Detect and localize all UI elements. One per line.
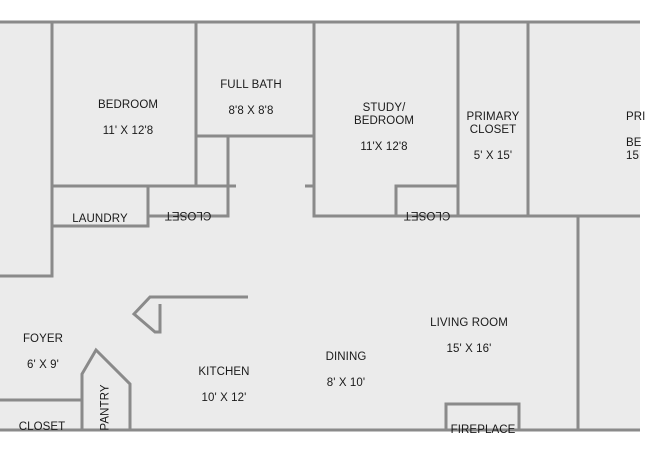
dining-dims: 8' X 10' [326,377,366,389]
closet-study-name: CLOSET [403,209,451,221]
room-label-closet-foyer: CLOSET [4,408,80,447]
fireplace-name: FIREPLACE [450,424,516,436]
room-label-fireplace: FIREPLACE [448,411,518,450]
wall-pantry [80,347,132,430]
room-label-living-room: LIVING ROOM 15' X 16' [418,304,520,369]
living-room-name: LIVING ROOM [430,317,508,329]
laundry-name: LAUNDRY [72,213,128,225]
room-label-foyer: FOYER 6' X 9' [8,320,78,385]
floor-plan [0,20,640,432]
primary-bedroom-dims: BE 15 [626,137,642,162]
wall-laundry-closet [50,186,230,228]
wall-primary-bedroom [528,214,640,430]
full-bath-dims: 8'8 X 8'8 [228,105,274,117]
kitchen-dims: 10' X 12' [201,392,247,404]
bedroom-dims: 11' X 12'8 [102,125,154,137]
study-dims: 11'X 12'8 [360,141,408,153]
outer-walls [0,20,640,432]
wall-full-bath [194,22,316,186]
room-label-dining: DINING 8' X 10' [296,338,396,403]
room-label-closet-study: CLOSET [398,195,456,234]
study-name: STUDY/ BEDROOM [353,102,415,127]
wall-fireplace [444,402,521,430]
room-label-closet-bedroom: CLOSET [150,195,226,234]
living-room-dims: 15' X 16' [446,343,492,355]
full-bath-name: FULL BATH [220,79,282,91]
primary-closet-name: PRIMARY CLOSET [466,111,520,136]
wall-kitchen-counter [131,295,248,334]
foyer-dims: 6' X 9' [27,359,59,371]
wall-study [305,22,460,218]
room-label-primary-closet: PRIMARY CLOSET 5' X 15' [458,98,528,176]
dining-name: DINING [325,351,367,363]
room-label-pantry: PANTRY [87,380,126,436]
room-label-primary-bedroom-partial: PRI BE 15 [626,98,656,176]
pantry-name: PANTRY [99,384,112,431]
bedroom-name: BEDROOM [97,99,159,111]
kitchen-name: KITCHEN [198,366,250,378]
room-label-study: STUDY/ BEDROOM 11'X 12'8 [339,89,429,167]
room-label-bedroom: BEDROOM 11' X 12'8 [78,86,178,151]
foyer-name: FOYER [22,333,64,345]
primary-closet-dims: 5' X 15' [473,150,513,162]
closet-bedroom-name: CLOSET [164,209,212,221]
closet-foyer-name: CLOSET [18,421,66,433]
room-label-laundry: LAUNDRY [54,200,146,239]
primary-bedroom-name: PRI [626,111,646,123]
room-label-full-bath: FULL BATH 8'8 X 8'8 [206,66,296,131]
room-label-kitchen: KITCHEN 10' X 12' [174,353,274,418]
